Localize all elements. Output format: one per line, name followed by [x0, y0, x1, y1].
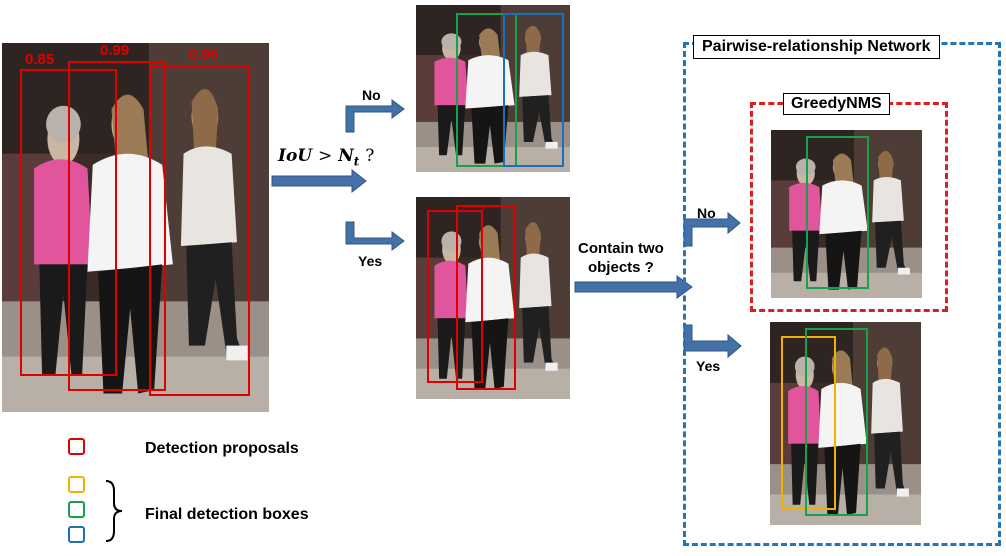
greedynms-title: GreedyNMS — [783, 93, 890, 115]
score-label-2: 0.99 — [100, 42, 130, 59]
iou-condition: IoU > Nt ? — [278, 146, 374, 168]
overlap-box-1 — [427, 210, 483, 383]
arrow-yes — [345, 221, 405, 251]
pairwise-box-green — [805, 328, 868, 516]
legend-red-square — [68, 438, 85, 455]
proposal-box-3 — [149, 65, 250, 396]
network-title: Pairwise-relationship Network — [693, 35, 940, 59]
score-label-1: 0.85 — [25, 51, 55, 68]
iou-term: IoU — [278, 146, 313, 166]
legend-proposals-label: Detection proposals — [145, 440, 299, 457]
arrow-contain — [574, 275, 693, 299]
legend-green-square — [68, 501, 85, 518]
label-yes-2: Yes — [696, 358, 721, 374]
overlap-box-2 — [456, 205, 516, 390]
contain-question: Contain two objects ? — [578, 239, 664, 277]
iou-threshold: N — [338, 146, 354, 166]
iou-threshold-subscript: t — [353, 154, 360, 169]
final-box-blue — [503, 13, 564, 167]
label-no-2: No — [697, 205, 716, 221]
iou-question: ? — [365, 146, 375, 166]
legend-final-label: Final detection boxes — [145, 506, 309, 523]
contain-line-1: Contain two — [578, 240, 664, 257]
arrow-no-2 — [683, 211, 741, 247]
greedynms-box-green — [806, 136, 869, 289]
label-yes: Yes — [358, 253, 383, 269]
legend-yellow-square — [68, 476, 85, 493]
label-no: No — [362, 87, 381, 103]
final-box-green — [456, 13, 517, 167]
arrow-iou — [271, 168, 367, 194]
arrow-no — [345, 99, 405, 133]
proposal-box-2 — [68, 61, 166, 391]
iou-operator: > — [318, 146, 333, 166]
arrow-yes-2 — [683, 324, 742, 359]
pairwise-box-yellow — [781, 336, 836, 510]
legend-blue-square — [68, 526, 85, 543]
score-label-3: 0.95 — [189, 46, 219, 63]
legend-brace — [105, 480, 123, 542]
contain-line-2: objects ? — [587, 259, 654, 276]
